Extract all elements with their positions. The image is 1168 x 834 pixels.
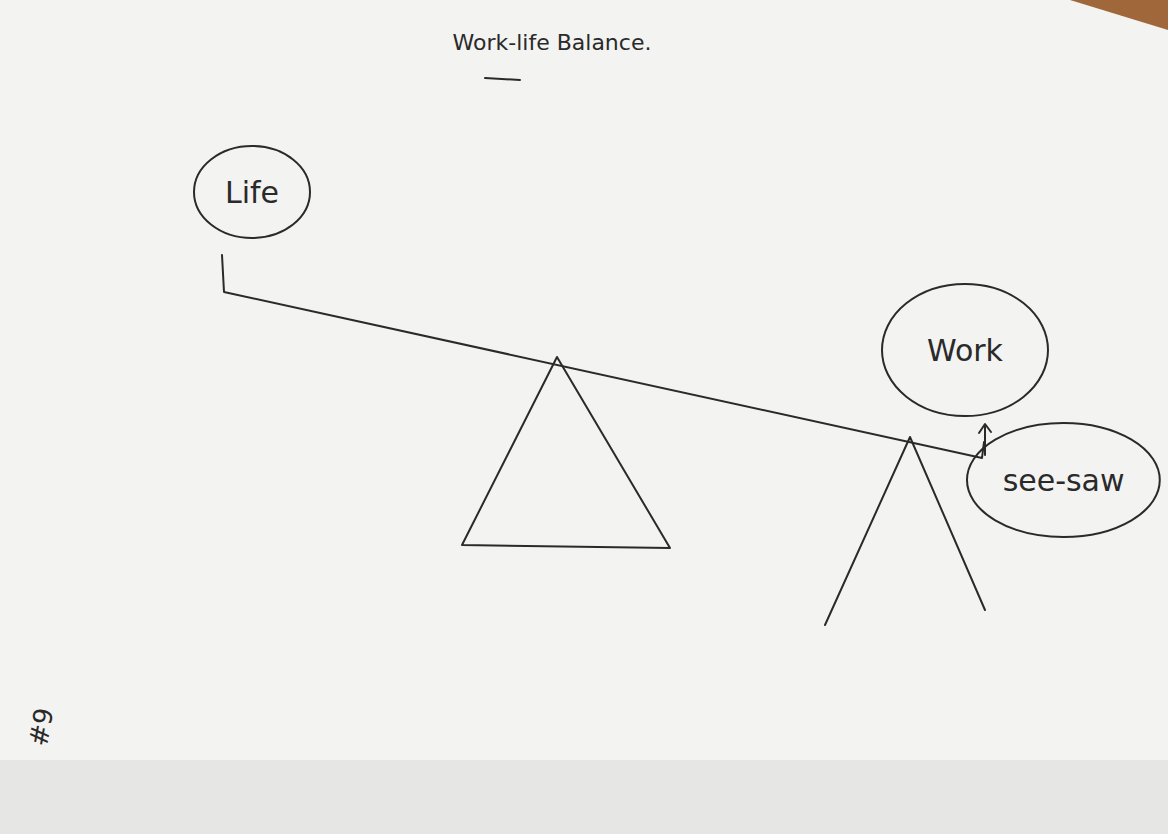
paper-shadow — [0, 760, 1168, 834]
node-text: see-saw — [1003, 464, 1125, 497]
node-text: Work — [927, 334, 1003, 367]
seesaw-plank — [222, 255, 984, 458]
node-text: Life — [225, 176, 279, 209]
page-number: #9 — [23, 706, 59, 749]
fulcrum-triangle — [462, 357, 670, 548]
title-underline — [485, 78, 520, 80]
diagram-title: Work-life Balance. — [453, 30, 652, 55]
figure-triangle — [825, 437, 985, 625]
circled-word: see-saw — [965, 421, 1162, 539]
circled-word: Life — [192, 144, 312, 240]
table-corner — [1070, 0, 1168, 30]
circled-word: Work — [880, 282, 1050, 418]
